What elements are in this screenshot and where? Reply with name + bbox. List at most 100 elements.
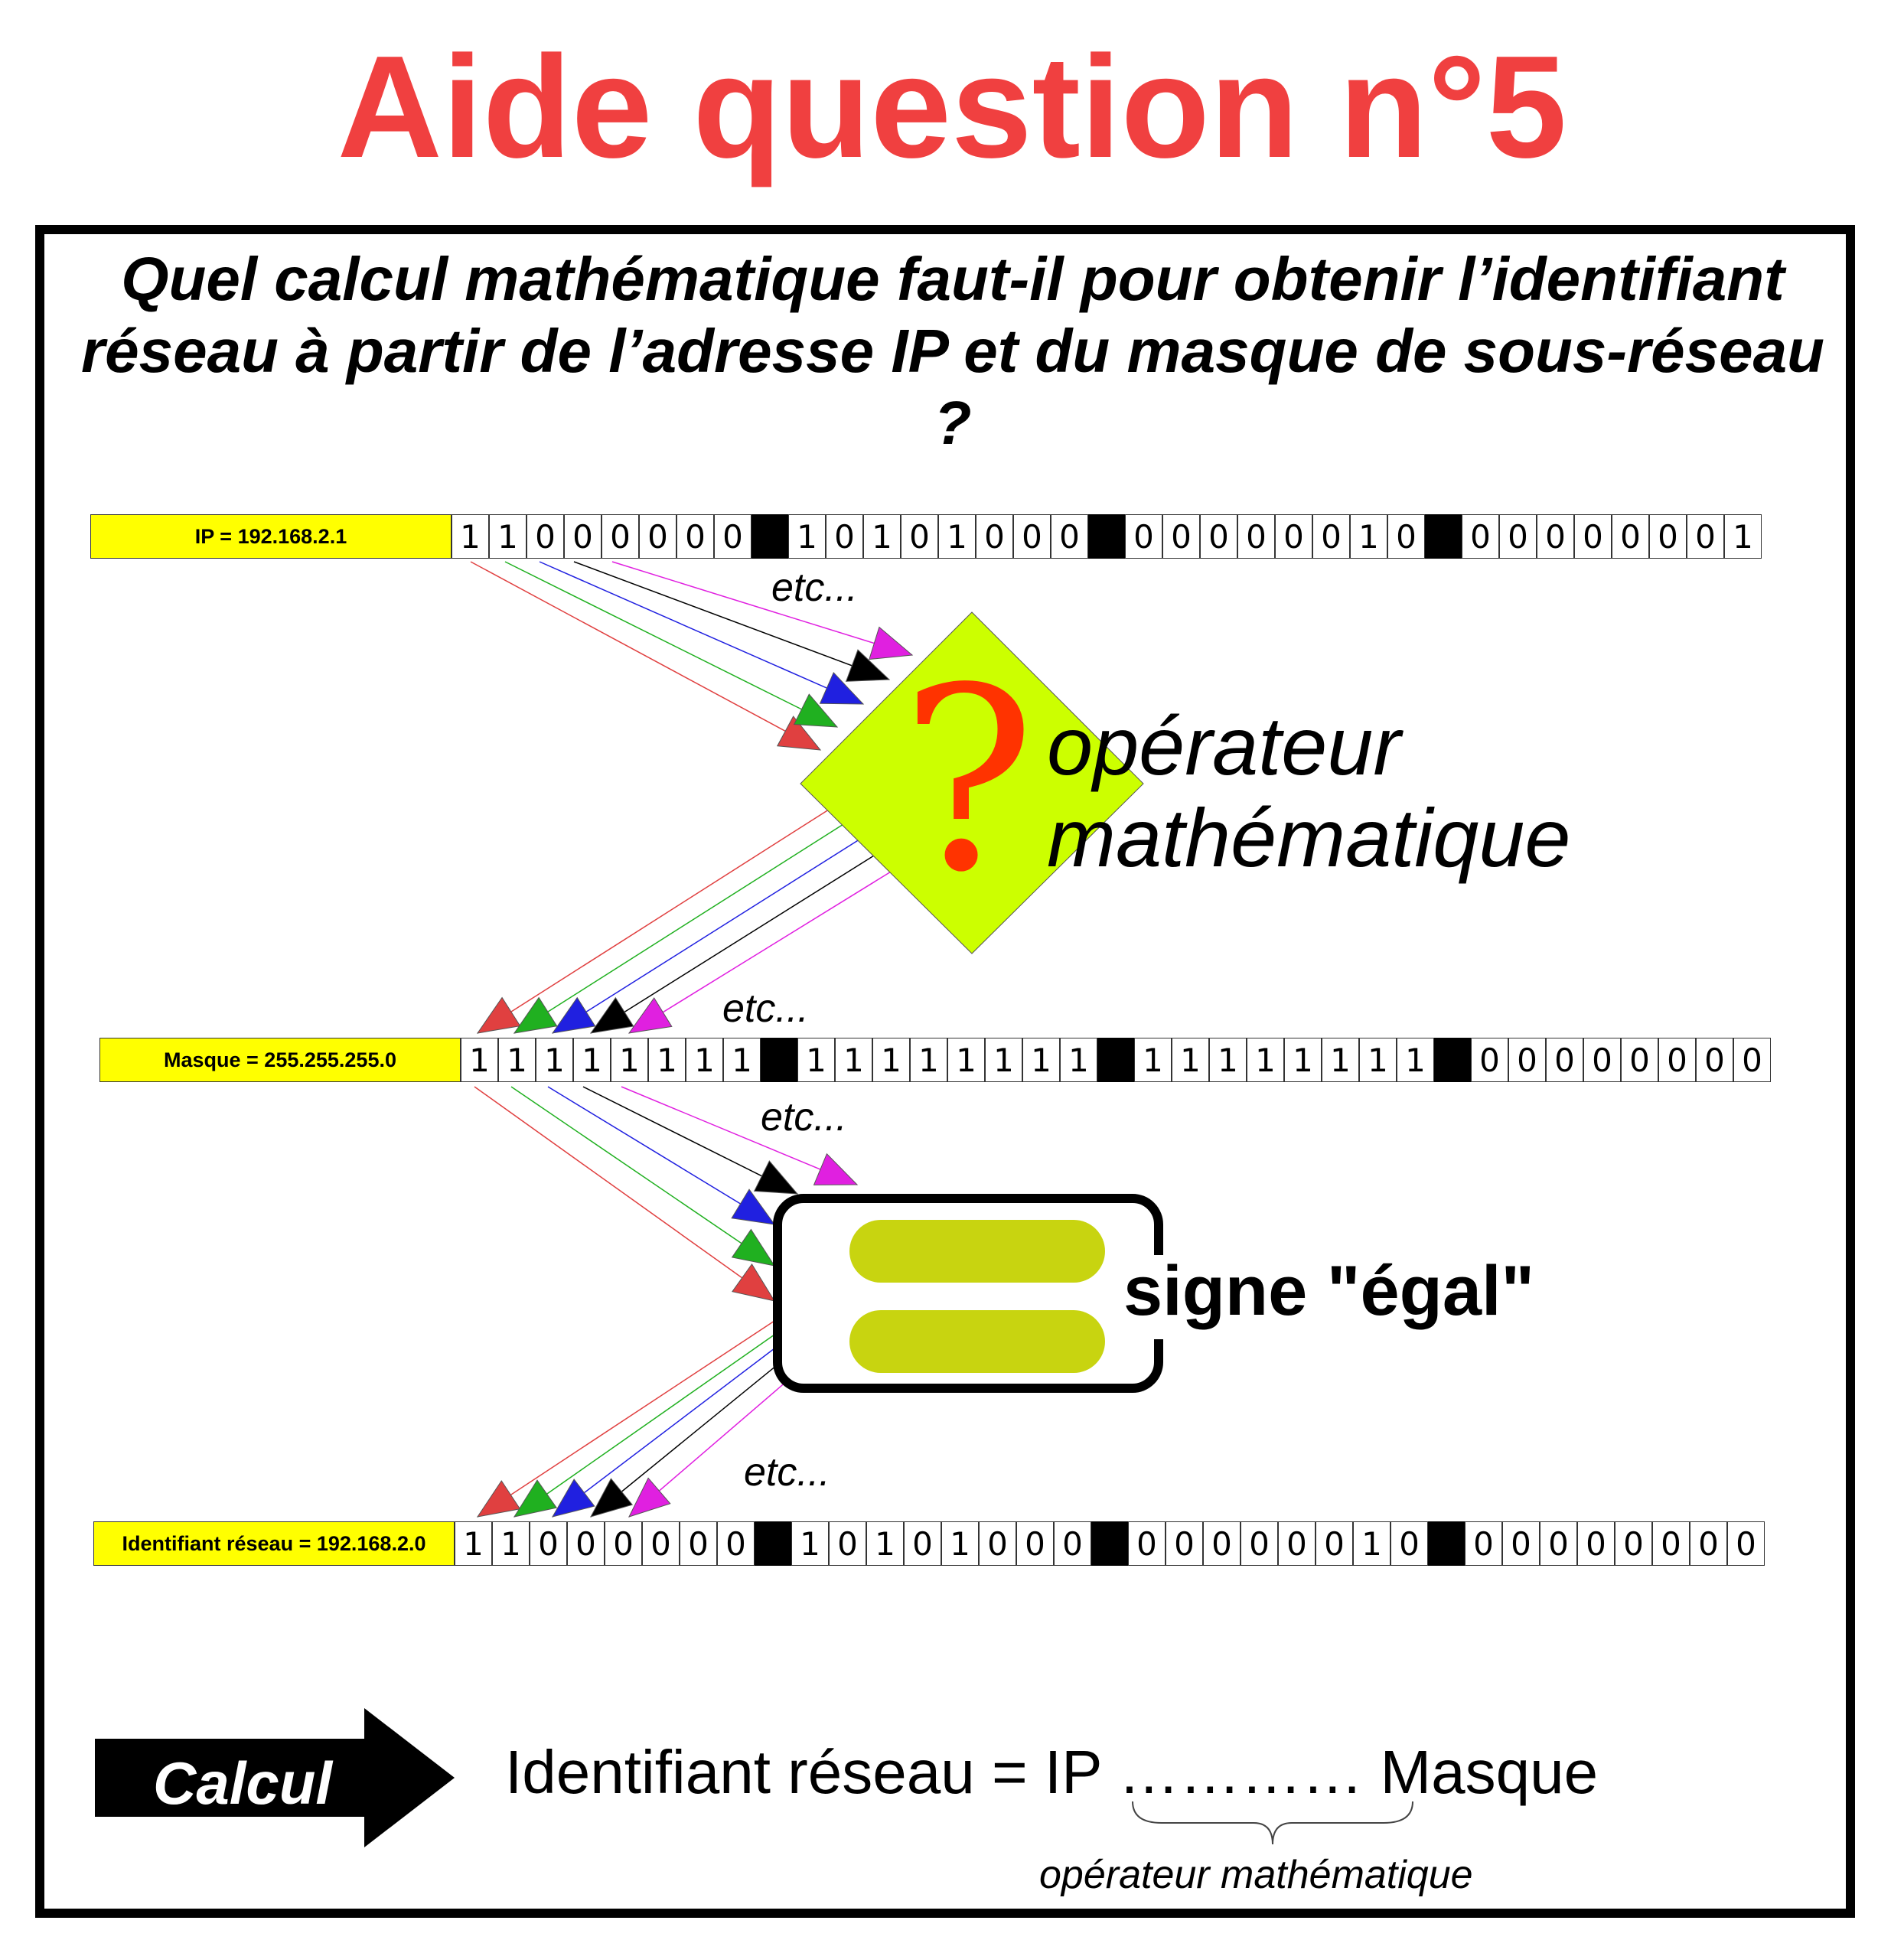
bit-cell: 0: [1696, 1038, 1733, 1082]
bit-cell: 0: [1508, 1038, 1546, 1082]
bit-cell: 0: [714, 514, 751, 559]
bit-cell: 0: [1051, 514, 1088, 559]
etc-label-2: etc...: [722, 986, 809, 1031]
bit-cell: 0: [639, 514, 677, 559]
bit-cell: 0: [1125, 514, 1162, 559]
bit-cell: 1: [611, 1038, 648, 1082]
arrowhead: [551, 1479, 595, 1518]
bit-cell: 0: [1312, 514, 1350, 559]
bit-cell: 0: [1499, 514, 1537, 559]
bit-cell: 0: [1540, 1521, 1577, 1566]
equal-box-gap: [1149, 1255, 1172, 1339]
arrowhead: [753, 1160, 799, 1195]
bit-cell: 1: [835, 1038, 872, 1082]
connector-line: [477, 1320, 775, 1518]
arrowhead: [731, 1188, 776, 1225]
formula-text: Identifiant réseau = IP ………… Masque: [505, 1738, 1599, 1806]
bit-cell: 0: [1621, 1038, 1658, 1082]
bit-cell: 0: [1574, 514, 1612, 559]
arrowhead: [551, 996, 596, 1034]
equal-bar-bottom: [849, 1310, 1105, 1373]
connector-line: [504, 561, 838, 728]
arrowhead: [589, 996, 634, 1034]
bit-cell: 0: [1727, 1521, 1765, 1566]
connector-line: [474, 1086, 775, 1302]
bit-cell: 0: [1658, 1038, 1696, 1082]
bit-cell: 0: [1733, 1038, 1771, 1082]
bit-cell: 0: [1203, 1521, 1241, 1566]
bit-cell: 1: [1060, 1038, 1097, 1082]
bit-cell: 1: [1724, 514, 1762, 559]
byte-separator: [1088, 514, 1125, 559]
content-frame: [35, 225, 1855, 1918]
byte-separator: [1097, 1038, 1134, 1082]
row-label: IP = 192.168.2.1: [90, 514, 452, 559]
bit-cell: 0: [680, 1521, 717, 1566]
bit-cell: 1: [489, 514, 527, 559]
operator-diamond: [800, 611, 1144, 954]
connector-line: [573, 561, 890, 680]
bit-cell: 1: [498, 1038, 536, 1082]
connector-line: [513, 1334, 775, 1518]
bit-cell: 0: [1166, 1521, 1203, 1566]
arrowhead: [731, 1228, 776, 1267]
bit-cell: 0: [1016, 1521, 1054, 1566]
bit-cell: 0: [530, 1521, 567, 1566]
arrowhead: [732, 1263, 776, 1302]
bit-cell: 1: [797, 1038, 835, 1082]
bit-cell: 0: [1316, 1521, 1353, 1566]
connector-line: [513, 820, 850, 1034]
bit-cell: 0: [1241, 1521, 1278, 1566]
bit-cell: 1: [941, 1521, 979, 1566]
operator-label-line2: mathématique: [1047, 791, 1571, 884]
bit-cell: 1: [788, 514, 826, 559]
bit-cell: 1: [648, 1038, 686, 1082]
bit-cell: 1: [461, 1038, 498, 1082]
calcul-label: Calcul: [153, 1749, 333, 1817]
byte-separator: [1434, 1038, 1471, 1082]
bit-cell: 0: [1546, 1038, 1583, 1082]
equal-sign-box: [773, 1194, 1163, 1393]
arrowhead: [513, 1479, 558, 1518]
bit-cell: 0: [1690, 1521, 1727, 1566]
equal-sign-label: signe "égal": [1123, 1252, 1535, 1330]
connector-line: [547, 1086, 775, 1225]
arrowhead: [776, 716, 822, 751]
page-title: Aide question n°5: [337, 26, 1567, 188]
brace-icon: [1132, 1801, 1413, 1845]
bit-cell: 0: [1465, 1521, 1502, 1566]
bit-cell: 1: [1134, 1038, 1172, 1082]
formula-caption: opérateur mathématique: [1039, 1853, 1473, 1897]
bit-cell: 0: [826, 514, 863, 559]
etc-label-4: etc...: [744, 1450, 830, 1495]
bit-cell: 0: [1577, 1521, 1615, 1566]
bit-cell: 0: [1200, 514, 1237, 559]
bit-cell: 0: [1615, 1521, 1652, 1566]
bit-cell: 1: [536, 1038, 573, 1082]
bit-cell: 1: [947, 1038, 985, 1082]
operator-label-line1: opérateur: [1047, 699, 1401, 792]
connector-line: [621, 1086, 858, 1185]
connector-line: [470, 561, 821, 751]
bit-cell: 1: [573, 1038, 611, 1082]
bit-cell: 0: [717, 1521, 755, 1566]
byte-separator: [1428, 1521, 1465, 1566]
connector-line: [477, 807, 832, 1034]
arrowhead: [869, 626, 914, 660]
bit-cell: 0: [1278, 1521, 1316, 1566]
bit-cell: 1: [1247, 1038, 1284, 1082]
bit-cell: 0: [976, 514, 1013, 559]
byte-separator: [1091, 1521, 1128, 1566]
arrowhead: [793, 693, 839, 728]
connector-line: [590, 1361, 781, 1518]
bit-cell: 1: [1172, 1038, 1209, 1082]
connector-line: [611, 561, 913, 656]
bit-cell: 1: [872, 1038, 910, 1082]
bit-cell: 1: [910, 1038, 947, 1082]
bit-cell: 1: [1284, 1038, 1322, 1082]
bit-cell: 1: [866, 1521, 904, 1566]
arrowhead: [845, 649, 891, 682]
byte-separator: [1425, 514, 1462, 559]
